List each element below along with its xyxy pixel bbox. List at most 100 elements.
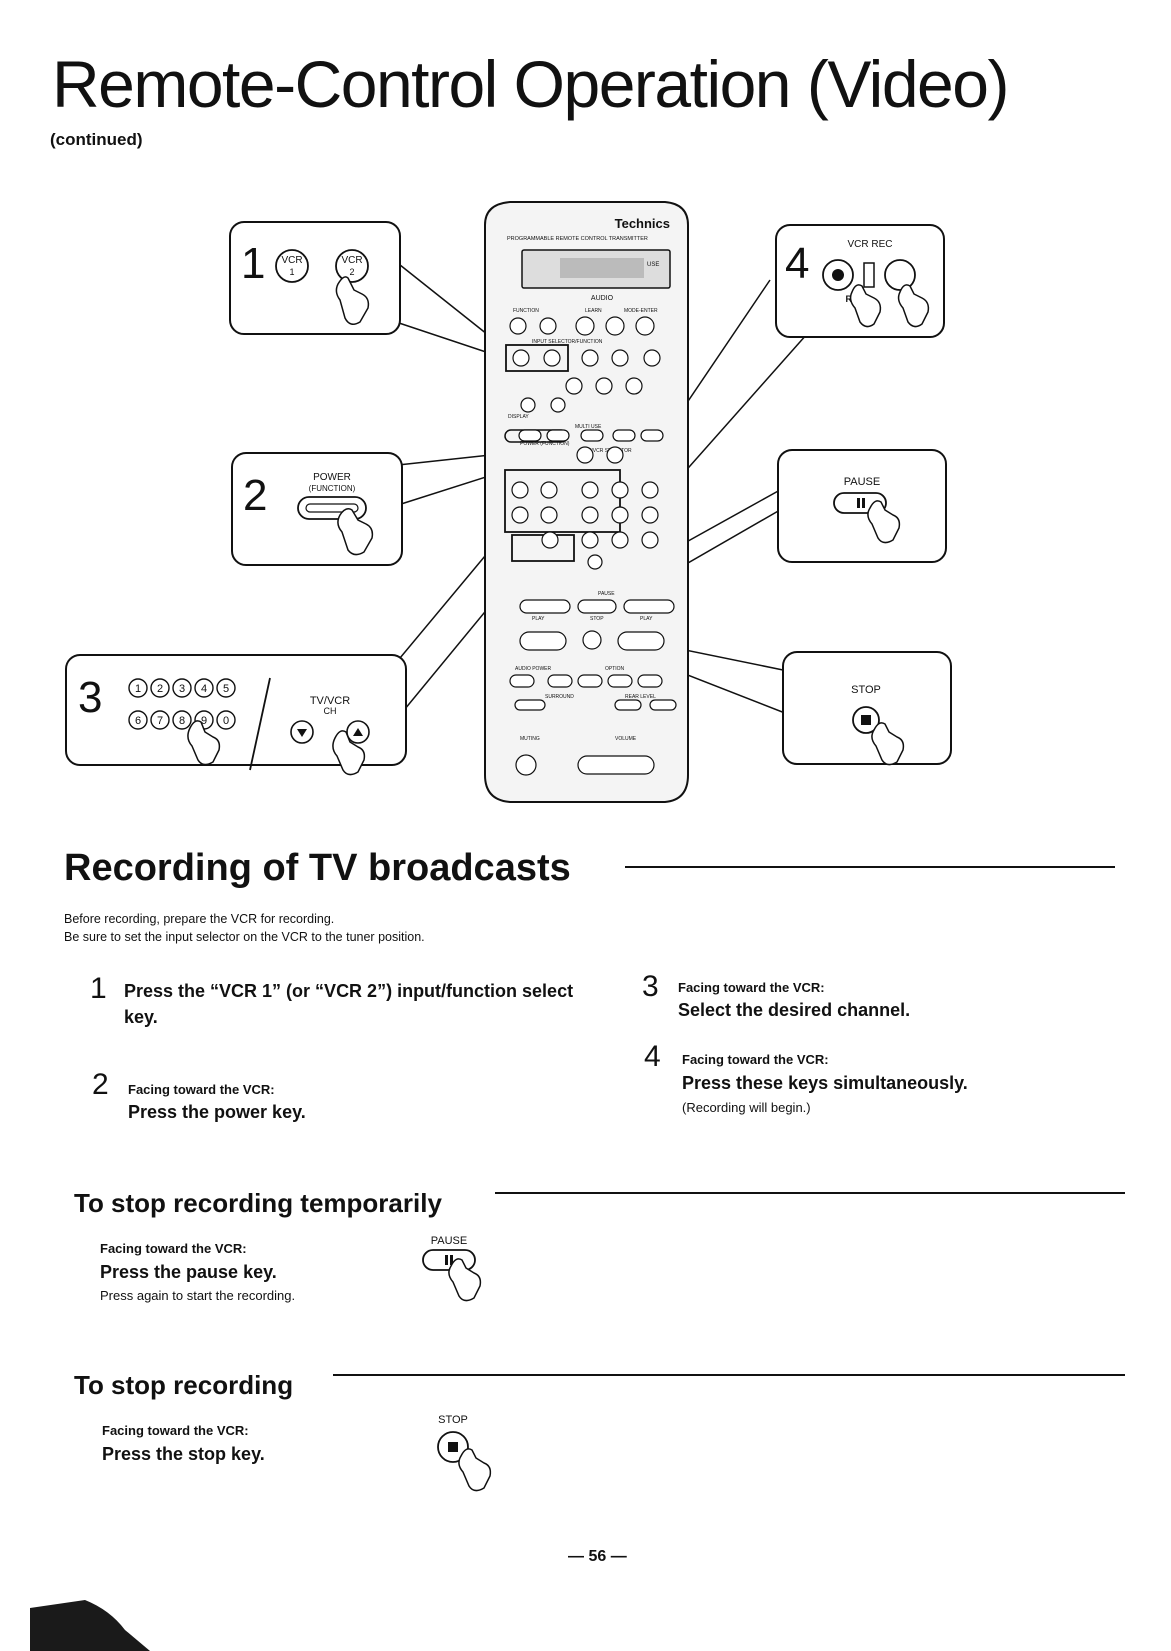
intro-line-1: Before recording, prepare the VCR for re… <box>64 912 335 926</box>
step-1-main: Press the “VCR 1” (or “VCR 2”) input/fun… <box>124 981 574 1027</box>
remote-button <box>547 674 573 688</box>
hand-pointer-icon <box>867 500 901 544</box>
remote-button <box>550 397 566 413</box>
page-number: — 56 — <box>568 1548 627 1565</box>
remote-button <box>575 316 595 336</box>
digit-key-label: 2 <box>157 683 163 695</box>
stop-main: Press the stop key. <box>102 1444 265 1464</box>
svg-text:AUDIO POWER: AUDIO POWER <box>515 666 552 672</box>
digit-key-8 <box>172 710 192 730</box>
digit-key-label: 0 <box>223 715 229 727</box>
callout-stop: STOP <box>782 651 952 766</box>
intro-line-2: Be sure to set the input selector on the… <box>64 930 425 944</box>
svg-text:POWER: POWER <box>313 472 351 483</box>
step-3-main: Select the desired channel. <box>678 1000 911 1020</box>
svg-text:PAUSE: PAUSE <box>844 476 880 488</box>
remote-button <box>519 599 571 614</box>
remote-button <box>509 674 535 688</box>
scan-artifact <box>30 1600 150 1651</box>
callout-2: 2 POWER (FUNCTION) <box>231 452 403 566</box>
remote-button <box>581 481 599 499</box>
remote-button <box>577 755 655 775</box>
svg-text:VOLUME: VOLUME <box>615 736 637 742</box>
step-3-head: Facing toward the VCR: <box>678 980 825 995</box>
svg-text:VCR: VCR <box>341 255 362 266</box>
remote-button <box>519 631 567 651</box>
remote-button <box>576 446 594 464</box>
svg-text:INPUT SELECTOR/FUNCTION: INPUT SELECTOR/FUNCTION <box>532 339 603 345</box>
callout-pause: PAUSE <box>777 449 947 563</box>
digit-key-label: 1 <box>135 683 141 695</box>
section-title-rule <box>625 866 1115 868</box>
digit-key-5 <box>216 678 236 698</box>
remote-brand: Technics <box>615 216 670 231</box>
remote-button <box>635 316 655 336</box>
remote-button <box>565 377 583 395</box>
remote-button <box>649 699 677 711</box>
digit-key-label: 5 <box>223 683 229 695</box>
remote-button <box>606 446 624 464</box>
remote-button <box>546 429 570 442</box>
digit-key-label: 7 <box>157 715 163 727</box>
callout-1-number: 1 <box>241 239 265 288</box>
svg-text:FUNCTION: FUNCTION <box>513 308 539 314</box>
remote-button <box>577 674 603 688</box>
hand-pointer-icon <box>332 730 366 776</box>
remote-button <box>614 699 642 711</box>
digit-key-3 <box>172 678 192 698</box>
remote-button <box>540 481 558 499</box>
stop-key-illustration: STOP <box>437 1414 492 1492</box>
remote-button <box>611 506 629 524</box>
remote-button <box>641 481 659 499</box>
hand-pointer-icon <box>335 276 370 325</box>
svg-text:DISPLAY: DISPLAY <box>508 414 529 420</box>
page-title: Remote-Control Operation (Video) <box>52 47 1009 121</box>
vcr2-key <box>335 249 369 283</box>
remote-button <box>595 377 613 395</box>
digit-key-6 <box>128 710 148 730</box>
hand-pointer-icon <box>187 720 221 766</box>
page-subtitle: (continued) <box>50 130 143 149</box>
remote-button <box>617 631 665 651</box>
remote-button <box>512 349 530 367</box>
callout-2-number: 2 <box>243 471 267 520</box>
stop-section-rule <box>333 1374 1125 1376</box>
svg-text:POWER (FUNCTION): POWER (FUNCTION) <box>520 441 570 447</box>
play-key <box>884 259 916 291</box>
pause-key <box>422 1249 476 1271</box>
step-2-main: Press the power key. <box>128 1102 306 1122</box>
remote-button <box>520 397 536 413</box>
hand-pointer-icon <box>897 284 930 328</box>
remote-button <box>611 349 629 367</box>
digit-key-label: 8 <box>179 715 185 727</box>
remote-button <box>581 349 599 367</box>
remote-button <box>511 481 529 499</box>
remote-buttons <box>509 316 677 776</box>
stop-section-title: To stop recording <box>74 1370 294 1400</box>
svg-text:SURROUND: SURROUND <box>545 694 574 700</box>
svg-text:CH: CH <box>324 706 337 716</box>
remote-button <box>577 599 617 614</box>
digit-key-label: 9 <box>201 715 207 727</box>
svg-text:MULTI USE: MULTI USE <box>575 424 602 430</box>
svg-text:PAUSE: PAUSE <box>431 1235 467 1247</box>
step-4-note: (Recording will begin.) <box>682 1100 811 1115</box>
remote-control-body: Technics PROGRAMMABLE REMOTE CONTROL TRA… <box>484 201 689 803</box>
remote-button <box>511 506 529 524</box>
svg-text:TV/VCR: TV/VCR <box>310 695 350 707</box>
remote-button <box>580 429 604 442</box>
step-3-number: 3 <box>642 970 659 1003</box>
section-title: Recording of TV broadcasts <box>64 847 571 889</box>
hand-pointer-icon <box>448 1258 482 1302</box>
stop-key <box>437 1431 469 1463</box>
pause-section-rule <box>495 1192 1125 1194</box>
remote-button <box>640 429 664 442</box>
remote-button <box>509 317 527 335</box>
digit-key-1 <box>128 678 148 698</box>
callout-4-number: 4 <box>785 239 809 288</box>
remote-button <box>581 506 599 524</box>
svg-text:MUTING: MUTING <box>520 736 540 742</box>
pause-head: Facing toward the VCR: <box>100 1241 247 1256</box>
